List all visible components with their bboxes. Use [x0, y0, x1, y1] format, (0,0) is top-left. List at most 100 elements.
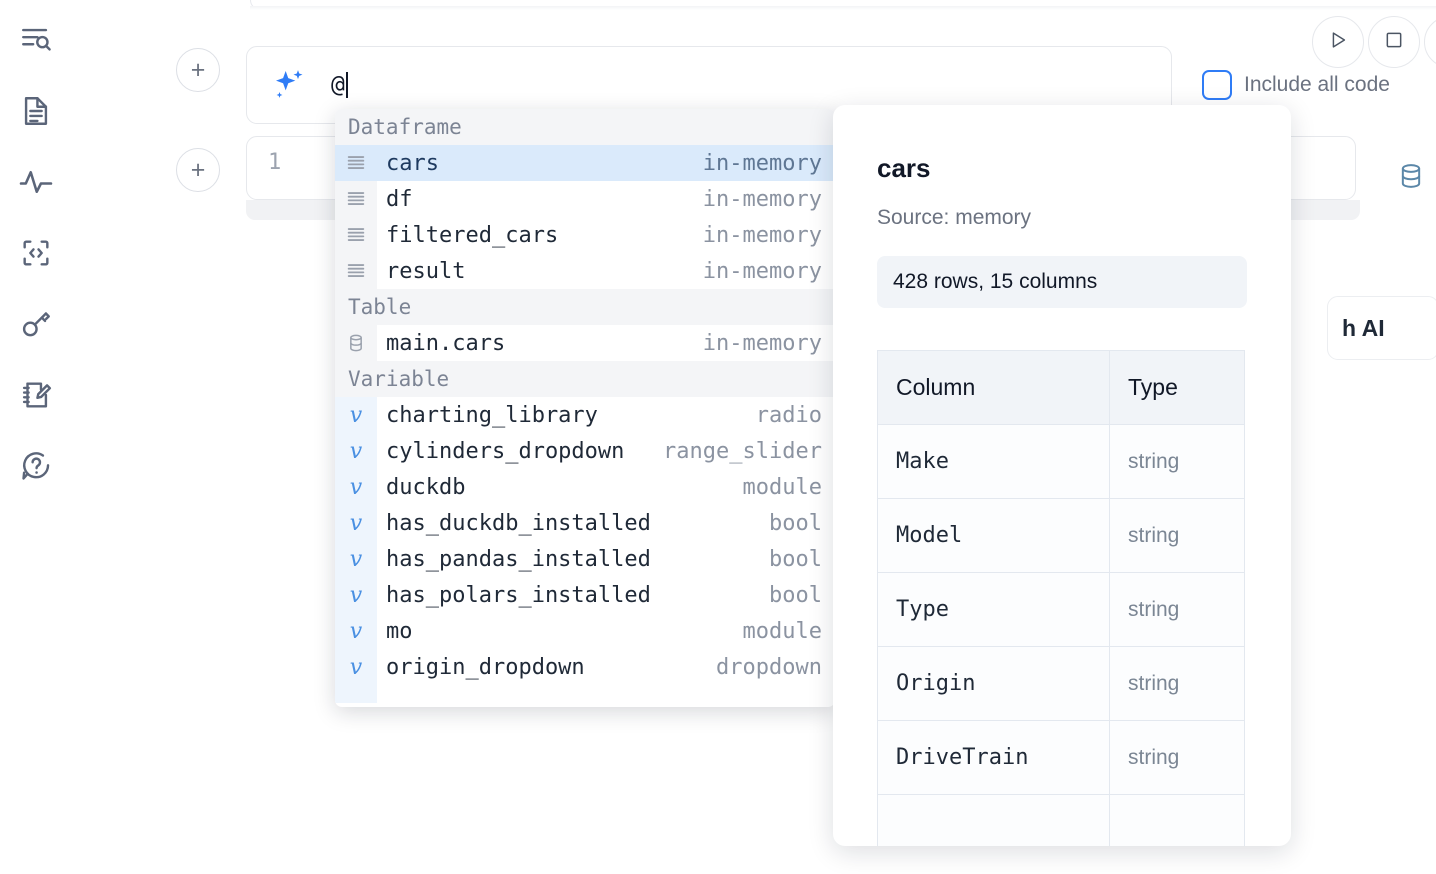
variable-icon: v [335, 469, 377, 505]
activity-pulse-icon [18, 164, 54, 200]
schema-column-name: Type [877, 572, 1110, 647]
schema-column-name: Origin [877, 646, 1110, 721]
variable-icon: v [335, 613, 377, 649]
sidebar-item-explore[interactable] [14, 18, 58, 62]
previous-cell-shadow [250, 6, 1436, 10]
variable-icon: v [335, 397, 377, 433]
variable-icon: v [335, 433, 377, 469]
autocomplete-item[interactable]: v origin_dropdown dropdown [335, 649, 835, 685]
dataframe-icon [335, 253, 377, 289]
autocomplete-item-name: duckdb [386, 474, 466, 500]
schema-column-name [877, 794, 1110, 846]
sidebar [0, 0, 72, 874]
autocomplete-item-meta: bool [769, 546, 822, 572]
schema-column-type [1109, 794, 1245, 846]
include-all-code-checkbox[interactable] [1202, 70, 1232, 100]
autocomplete-item-name: origin_dropdown [386, 654, 585, 680]
cell-action-icons: M↓ [1397, 162, 1436, 190]
sidebar-item-files[interactable] [14, 89, 58, 133]
autocomplete-item-name: has_polars_installed [386, 582, 651, 608]
autocomplete-item[interactable]: v has_pandas_installed bool [335, 541, 835, 577]
autocomplete-item-name: mo [386, 618, 413, 644]
autocomplete-item-meta: dropdown [716, 654, 822, 680]
detail-shape-badge: 428 rows, 15 columns [877, 256, 1247, 308]
stop-button[interactable] [1368, 16, 1420, 68]
database-icon[interactable] [1397, 162, 1425, 190]
dataframe-icon [335, 145, 377, 181]
generate-with-ai-button[interactable]: h AI [1327, 296, 1436, 360]
stop-icon [1384, 30, 1404, 55]
autocomplete-item-meta: in-memory [702, 186, 822, 212]
document-icon [19, 94, 53, 128]
schema-column-type: string [1109, 572, 1245, 647]
help-chat-icon [19, 449, 53, 483]
dataframe-icon [335, 181, 377, 217]
autocomplete-item-meta: bool [769, 582, 822, 608]
autocomplete-item-name: filtered_cars [386, 222, 559, 248]
autocomplete-item-name: cars [386, 150, 439, 176]
include-all-code-row[interactable]: Include all code [1202, 70, 1390, 100]
variable-icon: v [335, 649, 377, 685]
variable-icon: v [335, 505, 377, 541]
add-cell-above-button[interactable]: + [176, 48, 220, 92]
key-icon [19, 307, 53, 341]
schema-column-name: DriveTrain [877, 720, 1110, 795]
autocomplete-item-name: cylinders_dropdown [386, 438, 625, 464]
sidebar-item-help[interactable] [14, 444, 58, 488]
table-icon [335, 325, 377, 361]
autocomplete-item[interactable]: df in-memory [335, 181, 835, 217]
outline-search-icon [19, 23, 53, 57]
sidebar-item-variables[interactable] [14, 160, 58, 204]
autocomplete-item-name: has_duckdb_installed [386, 510, 651, 536]
play-icon [1327, 29, 1349, 56]
autocomplete-item[interactable] [335, 685, 835, 703]
code-line-number: 1 [268, 150, 282, 175]
add-cell-below-button[interactable]: + [176, 148, 220, 192]
autocomplete-item[interactable]: v has_polars_installed bool [335, 577, 835, 613]
sidebar-item-scratchpad[interactable] [14, 373, 58, 417]
schema-table-header-cell: Type [1109, 350, 1245, 425]
sparkles-icon [269, 65, 309, 105]
variable-icon [335, 685, 377, 703]
sidebar-item-snippets[interactable] [14, 231, 58, 275]
autocomplete-item-name: has_pandas_installed [386, 546, 651, 572]
variable-icon: v [335, 577, 377, 613]
dataframe-detail-panel: cars Source: memory 428 rows, 15 columns… [833, 105, 1291, 846]
notebook-pencil-icon [19, 378, 53, 412]
autocomplete-item-meta: module [742, 618, 822, 644]
autocomplete-item-meta: in-memory [702, 258, 822, 284]
ai-prompt-value: @ [331, 72, 345, 98]
schema-column-type: string [1109, 424, 1245, 499]
autocomplete-item-name: df [386, 186, 413, 212]
plus-icon: + [190, 55, 206, 84]
run-button[interactable] [1312, 16, 1364, 68]
text-caret [345, 72, 348, 98]
autocomplete-item-name: main.cars [386, 330, 506, 356]
schema-column-type: string [1109, 646, 1245, 721]
dataframe-icon [335, 217, 377, 253]
autocomplete-group-header: Dataframe [335, 109, 835, 145]
sidebar-item-secrets[interactable] [14, 302, 58, 346]
detail-title: cars [877, 153, 931, 183]
ai-prompt-input[interactable]: @ [331, 72, 348, 98]
more-actions-button[interactable] [1424, 16, 1436, 68]
variable-icon: v [335, 541, 377, 577]
autocomplete-group-header: Variable [335, 361, 835, 397]
